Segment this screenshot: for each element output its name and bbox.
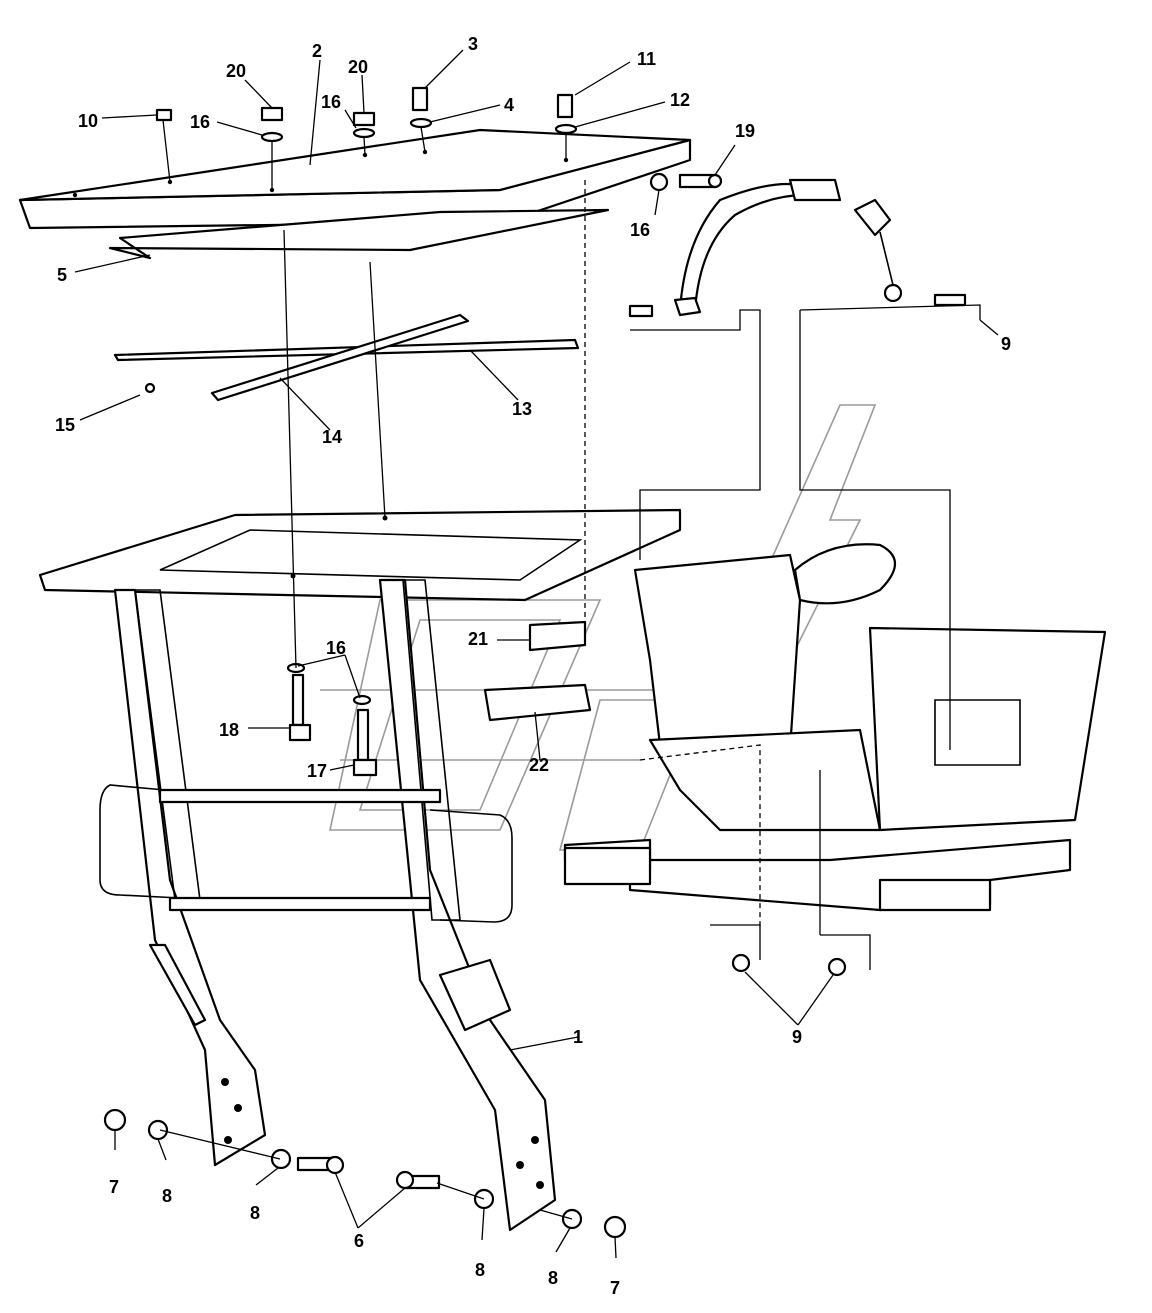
callout-8-left: 8 [250,1203,260,1223]
callout-7-right: 7 [610,1278,620,1298]
callout-6: 6 [354,1231,364,1251]
callout-19: 19 [735,121,755,141]
roof-strips [113,313,580,402]
brackets [483,620,592,722]
seat-belt [673,178,903,317]
fasteners [103,86,967,1239]
callout-8-far-left: 8 [162,1186,172,1206]
callout-22: 22 [529,755,549,775]
callout-11: 11 [637,49,656,69]
cab-frame [38,508,682,1232]
seat-assembly [563,543,1107,912]
callout-12: 12 [670,90,690,110]
callout-8-right: 8 [475,1260,485,1280]
callout-15: 15 [55,415,75,435]
callout-16-top-left: 16 [190,112,210,132]
callout-10: 10 [78,111,98,131]
callout-1: 1 [573,1027,583,1047]
callout-3: 3 [468,34,478,54]
callout-5: 5 [57,265,67,285]
callouts: 2 3 4 5 11 12 10 16 20 20 16 19 16 9 13 … [55,34,1011,1298]
callout-7-left: 7 [109,1177,119,1197]
leader-lines [74,49,999,1259]
callout-20-left: 20 [226,61,246,81]
callout-17: 17 [307,761,327,781]
callout-8-far-right: 8 [548,1268,558,1288]
roof-panel [18,128,692,230]
assembly-lines [159,119,981,1220]
callout-4: 4 [504,95,514,115]
roof-liner [108,208,610,260]
callout-9-top: 9 [1001,334,1011,354]
callout-18: 18 [219,720,239,740]
callout-21: 21 [468,629,488,649]
callout-16-top-mid: 16 [321,92,341,112]
callout-14: 14 [322,427,342,447]
callout-2: 2 [312,41,322,61]
callout-16-mid: 16 [326,638,346,658]
callout-16-right: 16 [630,220,650,240]
callout-13: 13 [512,399,532,419]
callout-9-bottom: 9 [792,1027,802,1047]
callout-20-right: 20 [348,57,368,77]
